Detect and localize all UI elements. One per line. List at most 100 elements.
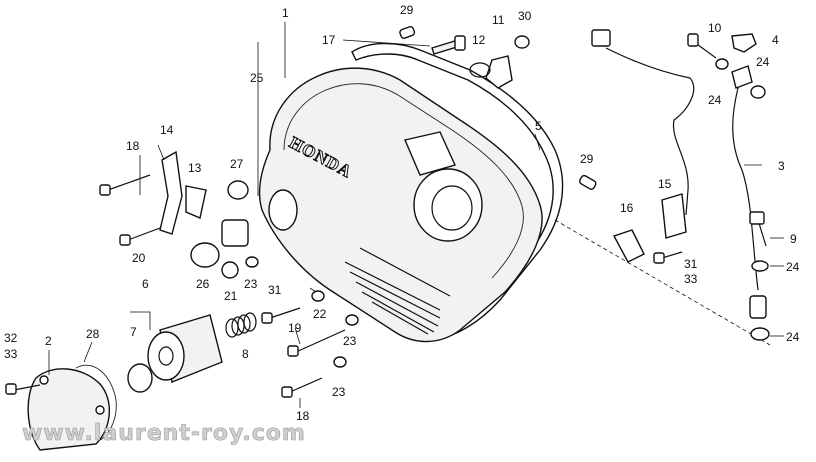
spring-12 [469,62,491,78]
sensor-body [731,65,753,89]
bolt-19 [295,329,346,353]
cover-bolt-hole-b [95,405,105,415]
bolt-18-upper [107,174,151,191]
callout-31-center: 31 [268,283,282,297]
washer-24-top-right [750,85,766,99]
oil-filter-cover [27,368,111,451]
ring-23a [245,256,259,268]
bolt-31-center-head [261,312,273,324]
bolt-9-head [749,211,765,225]
bolt-18-lower [289,377,323,393]
callout-26: 26 [196,277,210,291]
filter-bracket-lines [130,311,151,330]
cover-left-boss [268,189,298,231]
callout-17: 17 [322,33,336,47]
callout-29-top: 29 [400,3,414,17]
bolt-20-head [119,234,131,246]
callout-3: 3 [778,159,785,173]
washer-24-mid [751,260,769,272]
bolt-18-upper-head [99,184,111,196]
callout-12: 12 [472,33,486,47]
callout-22: 22 [313,307,327,321]
callout-19: 19 [288,321,302,335]
callout-24-d: 24 [786,330,800,344]
callout-23-b: 23 [343,334,357,348]
gasket-leader [554,219,771,346]
watermark-text: www.laurent-roy.com [22,421,306,446]
washer-24-low [750,327,770,341]
callout-33-left: 33 [4,347,18,361]
callout-24-a: 24 [708,93,722,107]
sensor-wire [605,47,695,216]
cover-filter-opening-inner [431,185,473,231]
callout-14: 14 [160,123,174,137]
leader-lines [48,22,784,408]
callout-13: 13 [188,161,202,175]
callout-29-right: 29 [580,152,594,166]
washer-23c [333,356,347,368]
clip-4 [731,33,757,53]
cover-boss [404,131,456,176]
callout-30: 30 [518,9,532,23]
callout-24-c: 24 [786,260,800,274]
bolt-10-head [687,33,699,47]
washer-24-upper [715,58,729,70]
right-crankcase-cover [258,67,543,343]
callout-31-right: 31 [684,257,698,271]
sensor-probe [749,295,767,319]
filter-o-ring-7 [127,363,153,393]
callout-4: 4 [772,33,779,47]
bolt-32-33 [13,384,41,391]
callout-7: 7 [130,325,137,339]
bolt-19-head [287,345,299,357]
washer-23b [345,314,359,326]
sensor-wire-2 [732,79,759,291]
bolt-32-33-head [5,383,17,395]
callout-labels: 1 2 3 4 5 6 7 8 9 10 11 12 13 14 15 16 1… [4,3,800,423]
dowel-pin-right [578,174,597,190]
cover-fins [344,247,451,335]
bearing-27 [227,180,249,200]
callout-6: 6 [142,277,149,291]
bolt-31-right-head [653,252,665,264]
callout-16: 16 [620,201,634,215]
arm-13 [185,185,207,219]
callout-23-c: 23 [332,385,346,399]
bolt-18-lower-head [281,386,293,398]
callout-1: 1 [282,6,289,20]
callout-10: 10 [708,21,722,35]
callout-20: 20 [132,251,146,265]
oil-filter-hole [158,346,174,366]
filter-cover-gasket [75,364,117,443]
callout-15: 15 [658,177,672,191]
connector-plug [591,29,611,47]
bolt-31-center [269,307,301,319]
callout-2: 2 [45,334,52,348]
callout-21: 21 [224,289,238,303]
seal-26 [190,242,220,268]
cover-bolt-hole-a [39,375,49,385]
grommet-15 [661,193,687,239]
callout-33-right: 33 [684,272,698,286]
washer-22 [311,290,325,302]
bolt-31-right [661,251,683,259]
callout-8: 8 [242,347,249,361]
callout-28: 28 [86,327,100,341]
bolt-20 [127,227,161,241]
dowel-pin-top [399,25,416,39]
clamp-16 [612,229,645,263]
roller-bearing [221,219,249,247]
cover-inner-rim [283,83,524,279]
callout-27: 27 [230,157,244,171]
callout-18-lower: 18 [296,409,310,423]
cover-filter-opening [413,168,483,242]
washer-30 [514,35,530,49]
callout-32: 32 [4,331,18,345]
oil-filter-face [147,331,185,381]
callout-23-a: 23 [244,277,258,291]
callout-18-upper: 18 [126,139,140,153]
filter-spring-8 [225,312,257,338]
callout-24-b: 24 [756,55,770,69]
callout-11: 11 [492,13,505,27]
